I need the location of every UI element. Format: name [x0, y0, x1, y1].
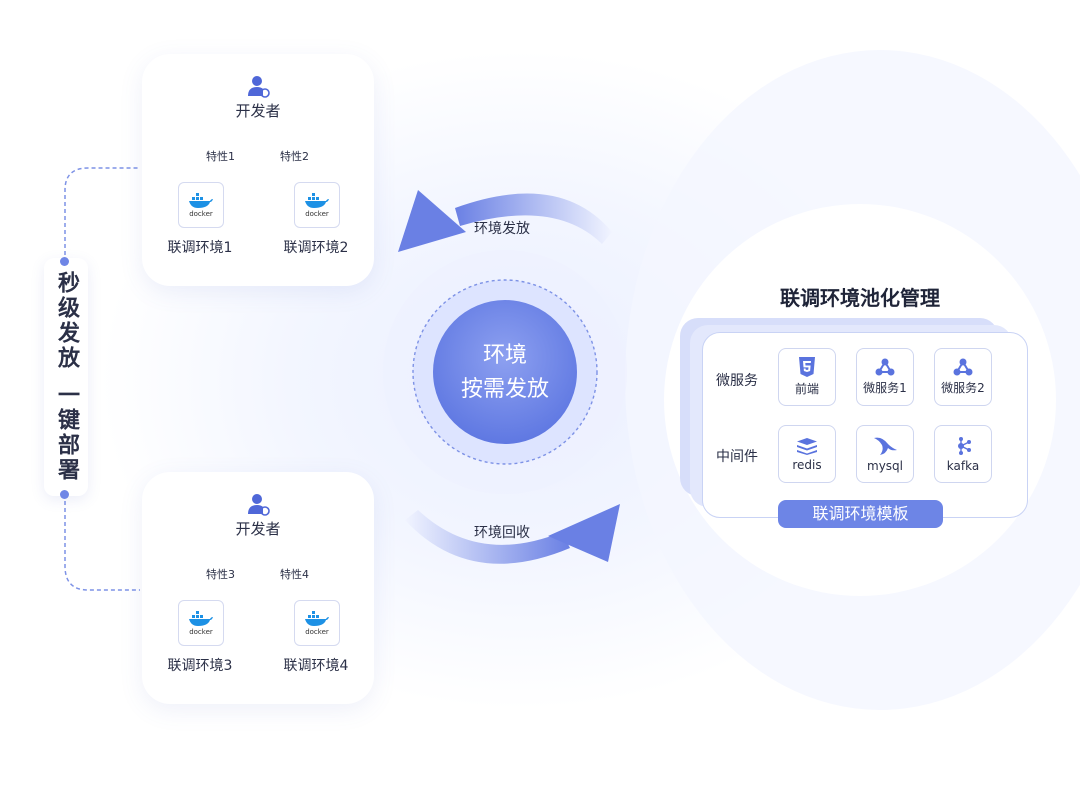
developer-title: 开发者 [235, 102, 281, 120]
mysql-dolphin-icon [874, 437, 897, 455]
center-text-line1: 环境 [482, 343, 527, 368]
feature-label: 特性4 [280, 568, 309, 581]
core-circle [433, 300, 577, 444]
docker-tile: docker [178, 182, 224, 228]
developer-card-bottom: 开发者 特性3 特性4 docker docker 联调环境3 联调环境4 [142, 472, 374, 704]
developer-title: 开发者 [235, 520, 281, 538]
feature-label: 特性3 [206, 568, 235, 581]
recycle-arrow-body [405, 510, 570, 564]
tile-label: 微服务1 [863, 381, 907, 395]
tile-kafka: kafka [934, 425, 992, 483]
user-icon [248, 76, 270, 98]
developer-card-top: 开发者 特性1 特性2 docker docker 联调环境1 联调环境2 [142, 54, 374, 286]
network-nodes-icon [875, 358, 895, 376]
template-badge: 联调环境模板 [778, 500, 943, 528]
docker-text: docker [189, 209, 213, 218]
docker-text: docker [189, 627, 213, 636]
issue-arrow-body [455, 193, 612, 244]
issue-arrow-head [398, 190, 466, 252]
recycle-label: 环境回收 [474, 525, 530, 541]
tile-label: 前端 [794, 382, 819, 396]
tile-label: 微服务2 [941, 381, 985, 395]
recycle-arrow-head [548, 504, 620, 562]
left-label-top: 秒级发放 [54, 271, 79, 371]
row-label-microservice: 微服务 [716, 373, 758, 389]
docker-whale-icon [305, 610, 329, 626]
user-icon [248, 494, 270, 516]
env-label: 联调环境1 [167, 240, 233, 256]
feature-label: 特性1 [206, 150, 235, 163]
env-label: 联调环境3 [167, 658, 233, 674]
quick-deploy-pill: 秒级发放 一键部署 [44, 258, 88, 496]
docker-whale-icon [305, 192, 329, 208]
tile-label: kafka [946, 458, 980, 473]
left-label-bottom: 一键部署 [54, 383, 79, 483]
tile-label: redis [792, 457, 822, 472]
docker-tile: docker [178, 600, 224, 646]
connector-dot-bottom [60, 490, 69, 499]
tile-frontend: 前端 [778, 348, 836, 406]
kafka-icon [958, 436, 971, 455]
docker-tile: docker [294, 600, 340, 646]
html5-icon [799, 357, 815, 377]
tile-label: mysql [867, 458, 903, 473]
connector-dot-top [60, 257, 69, 266]
docker-text: docker [305, 209, 329, 218]
pool-title: 联调环境池化管理 [780, 286, 940, 310]
tile-mysql: mysql [856, 425, 914, 483]
feature-label: 特性2 [280, 150, 309, 163]
docker-whale-icon [189, 192, 213, 208]
docker-whale-icon [189, 610, 213, 626]
redis-stack-icon [797, 437, 817, 455]
env-label: 联调环境2 [283, 240, 349, 256]
tile-microservice-1: 微服务1 [856, 348, 914, 406]
docker-text: docker [305, 627, 329, 636]
row-label-middleware: 中间件 [716, 449, 758, 465]
tile-microservice-2: 微服务2 [934, 348, 992, 406]
network-nodes-icon [953, 358, 973, 376]
env-label: 联调环境4 [283, 658, 349, 674]
center-text-line2: 按需发放 [460, 377, 549, 402]
tile-redis: redis [778, 425, 836, 483]
issue-label: 环境发放 [474, 221, 530, 237]
docker-tile: docker [294, 182, 340, 228]
